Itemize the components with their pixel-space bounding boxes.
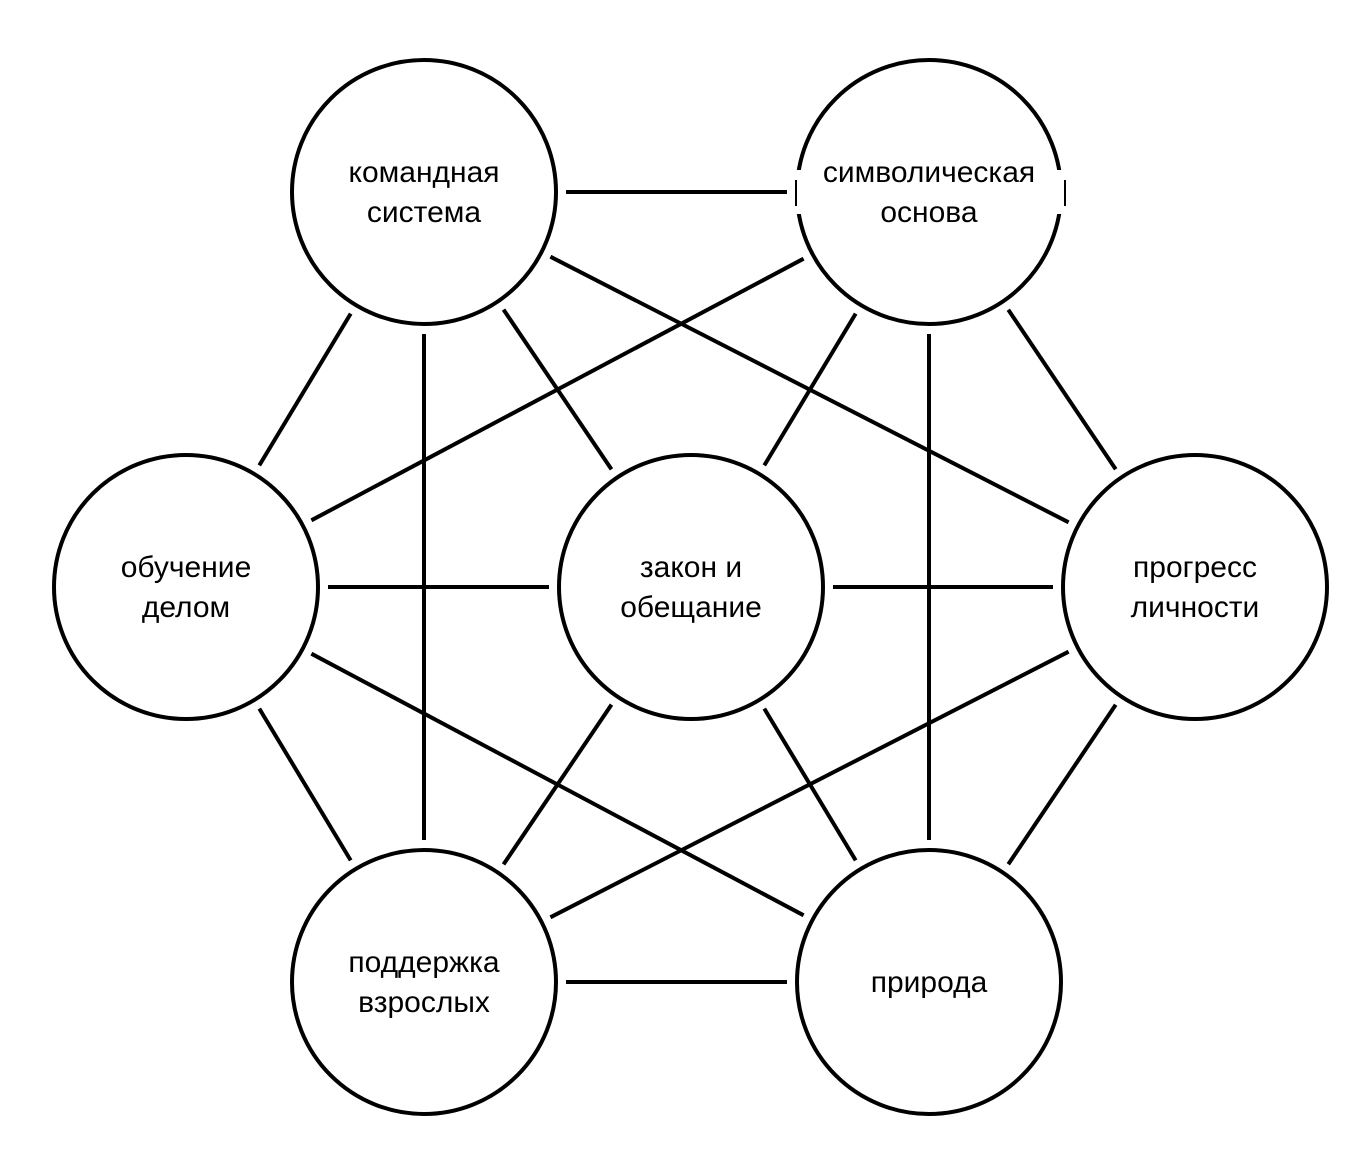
node-label-learning-by-doing-line-1: обучение — [121, 551, 252, 584]
edge-symbolic-basis-to-law-and-promise — [762, 312, 858, 467]
node-label-adult-support-line-1: поддержка — [348, 946, 500, 979]
circle-gap-right — [1053, 170, 1067, 214]
node-nature: природа — [795, 848, 1063, 1116]
edge-law-and-promise-to-adult-support — [501, 703, 614, 866]
node-label-personal-progress-line-2: личности — [1131, 591, 1260, 624]
edge-symbolic-basis-to-learning-by-doing — [310, 256, 805, 523]
node-circle-nature — [795, 848, 1063, 1116]
node-label-law-and-promise-line-1: закон и — [640, 551, 742, 584]
node-circle-adult-support — [290, 848, 558, 1116]
node-circle-command-system — [290, 58, 558, 326]
node-command-system: командная система — [290, 58, 558, 326]
node-adult-support: поддержка взрослых — [290, 848, 558, 1116]
edge-command-system-to-learning-by-doing — [257, 312, 353, 467]
node-label-law-and-promise-line-2: обещание — [620, 591, 762, 624]
node-personal-progress: прогресс личности — [1061, 453, 1329, 721]
edges-layer — [257, 190, 1118, 984]
node-label-nature-line-1: природа — [871, 966, 988, 999]
node-label-personal-progress-line-1: прогресс — [1133, 551, 1257, 584]
node-circle-learning-by-doing — [52, 453, 320, 721]
node-symbolic-basis: символическая основа — [795, 58, 1063, 326]
node-label-symbolic-basis-line-1: символическая — [823, 156, 1035, 189]
node-label-learning-by-doing-line-2: делом — [142, 591, 230, 624]
node-label-symbolic-basis-line-2: основа — [880, 196, 978, 229]
node-label-command-system-line-2: система — [367, 196, 481, 229]
edge-symbolic-basis-to-personal-progress — [1006, 308, 1118, 471]
nodes-layer: командная система символическая основа обуче… — [52, 58, 1329, 1116]
node-circle-symbolic-basis — [795, 58, 1063, 326]
edge-personal-progress-to-nature — [1006, 703, 1118, 866]
node-circle-personal-progress — [1061, 453, 1329, 721]
circle-gap-left — [791, 170, 805, 214]
node-label-command-system-line-1: командная — [348, 156, 499, 189]
edge-learning-by-doing-to-adult-support — [257, 707, 353, 862]
decor-layer — [791, 170, 1067, 214]
node-law-and-promise: закон и обещание — [557, 453, 825, 721]
edge-personal-progress-to-adult-support — [549, 649, 1070, 920]
node-label-adult-support-line-2: взрослых — [358, 986, 490, 1019]
node-circle-law-and-promise — [557, 453, 825, 721]
node-learning-by-doing: обучение делом — [52, 453, 320, 721]
